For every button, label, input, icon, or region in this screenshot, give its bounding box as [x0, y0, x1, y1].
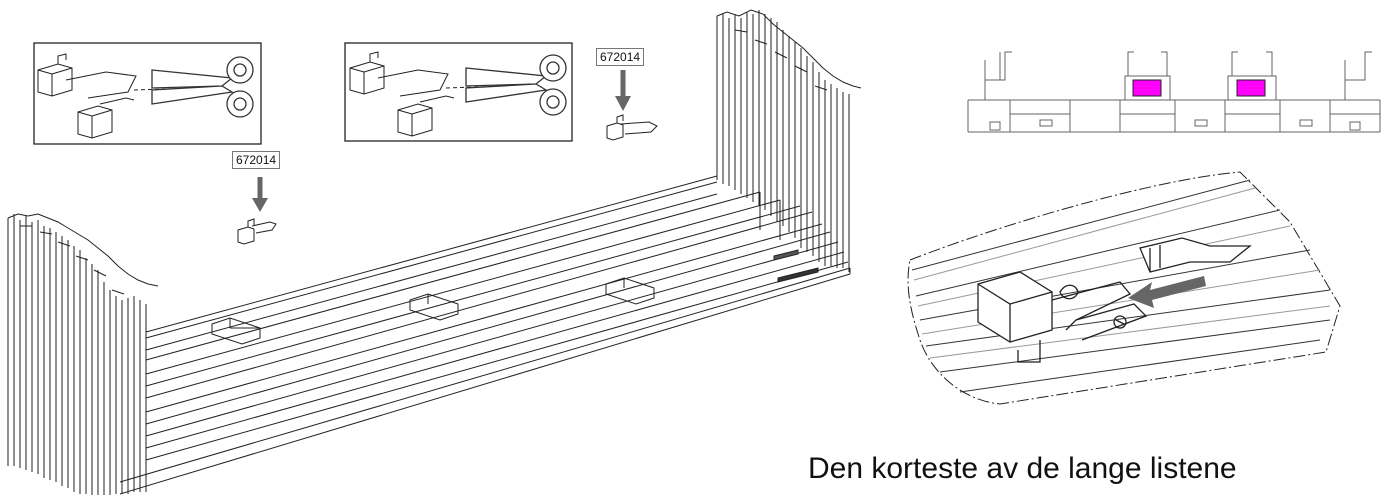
rail-slot [773, 249, 799, 261]
arrow-icon [615, 70, 631, 111]
arrow-icon [252, 177, 268, 212]
bottom-rail-profile [119, 175, 851, 495]
arrow-icon [1128, 276, 1206, 308]
part-number-label-left: 672014 [232, 151, 281, 169]
cut-instruction-panel-left [33, 42, 262, 145]
detail-zoom [907, 171, 1341, 405]
rail-slot [777, 267, 819, 283]
scissors-icon [151, 56, 254, 118]
part-number-label-right: 672014 [596, 48, 645, 66]
profile-cross-section [967, 51, 1381, 133]
highlight-insert [1132, 79, 1162, 97]
scissors-icon [465, 54, 567, 116]
clip-block [977, 271, 1148, 363]
rail-clip [211, 277, 655, 345]
clip-part-icon [237, 218, 277, 245]
clip-part-icon [37, 53, 137, 139]
clip-part-icon [606, 114, 658, 141]
clip-tab [1139, 237, 1252, 273]
cut-instruction-panel-right [344, 42, 573, 142]
left-post-profiles [7, 213, 159, 495]
clip-part-icon [349, 51, 455, 137]
caption-text: Den korteste av de lange listene [808, 452, 1237, 485]
frame-assembly [7, 9, 862, 495]
right-post-profiles [716, 9, 862, 272]
highlight-insert [1236, 79, 1266, 97]
